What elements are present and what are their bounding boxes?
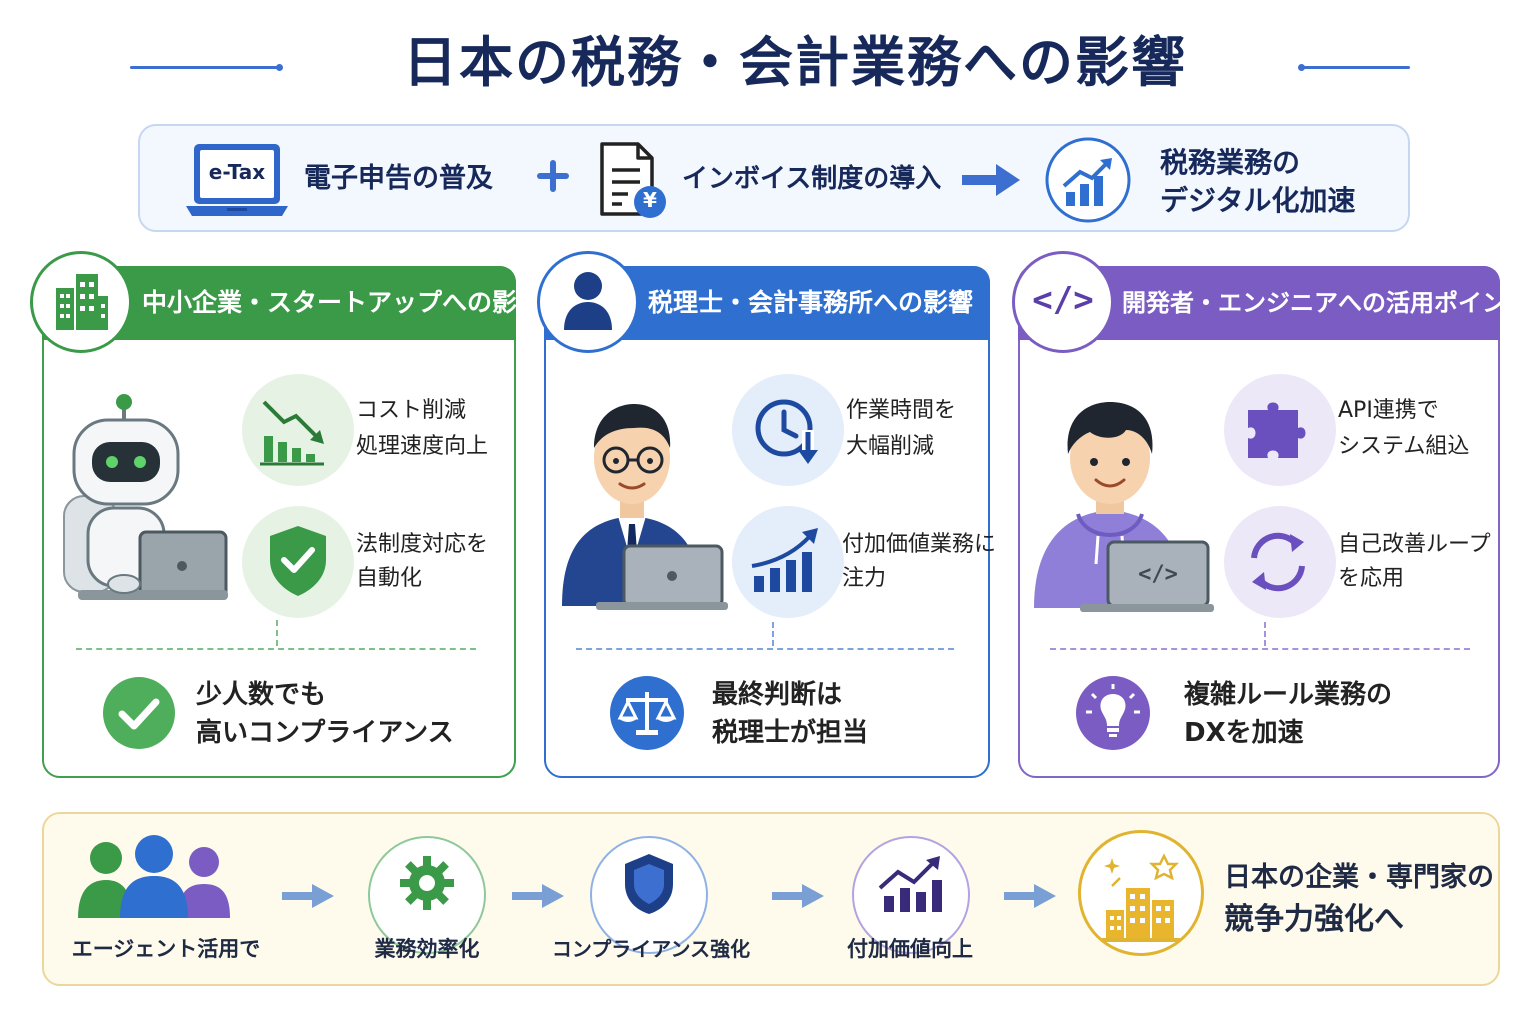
flow-step1-label: エージェント活用で	[71, 937, 261, 961]
yen-symbol: ¥	[643, 188, 657, 212]
dev-feature2-line1: 自己改善ループ	[1338, 532, 1491, 557]
refresh-cycle-icon	[1251, 532, 1305, 592]
dev-feature1-line1: API連携で	[1338, 398, 1439, 423]
smb-feature1-line2: 処理速度向上	[356, 434, 489, 459]
banner-item-invoice: インボイス制度の導入	[682, 164, 942, 194]
tax-feature2-line2: 注力	[842, 566, 887, 591]
lightbulb-icon	[1076, 676, 1150, 750]
tax-connector-v	[772, 622, 774, 646]
city-stars-icon	[1102, 853, 1180, 942]
tax-conclusion-line2: 税理士が担当	[712, 718, 869, 748]
title-rule-left-dot	[276, 64, 283, 71]
smb-divider	[76, 648, 476, 650]
arrow-right-icon	[962, 164, 1020, 196]
puzzle-icon	[1248, 402, 1306, 458]
trend-chart-icon	[878, 856, 942, 912]
banner-result-line2: デジタル化加速	[1160, 184, 1356, 217]
flow-arrow-icon	[512, 884, 564, 908]
smb-conclusion-line1: 少人数でも	[196, 680, 327, 710]
smb-feature1-circle	[242, 374, 354, 486]
top-banner	[138, 124, 1410, 232]
banner-item-efiling: 電子申告の普及	[304, 163, 493, 194]
shield-check-icon	[270, 526, 326, 596]
flow-step4-circle	[852, 836, 970, 954]
tax-feature1-line2: 大幅削減	[846, 434, 935, 459]
buildings-icon	[56, 274, 108, 330]
rising-bars-icon	[751, 528, 818, 592]
dev-feature1-line2: システム組込	[1338, 434, 1470, 459]
flow-arrow-icon	[282, 884, 334, 908]
dev-connector-v	[1264, 622, 1266, 646]
banner-result-line1: 税務業務の	[1160, 146, 1301, 179]
laptop-icon	[186, 144, 288, 216]
person-icon	[564, 272, 612, 330]
smb-feature1-line1: コスト削減	[356, 398, 467, 423]
dev-feature2-line2: を応用	[1338, 566, 1405, 591]
etax-label: e-Tax	[208, 160, 266, 184]
growth-chart-icon	[1045, 137, 1131, 223]
card-developer-badge	[1012, 251, 1114, 353]
clock-down-icon	[755, 399, 818, 464]
flow-step2-label: 業務効率化	[374, 937, 480, 961]
dev-divider	[1050, 648, 1470, 650]
invoice-icon	[600, 142, 666, 218]
title-rule-right	[1302, 66, 1410, 69]
scales-icon	[610, 676, 684, 750]
plus-icon	[535, 158, 571, 194]
dev-conclusion-line2: DXを加速	[1184, 718, 1304, 748]
tax-divider	[576, 648, 954, 650]
page-title: 日本の税務・会計業務への影響	[403, 31, 1187, 94]
team-icon	[78, 835, 230, 918]
flow-final-line2: 競争力強化へ	[1224, 902, 1404, 937]
dev-feature2-circle	[1224, 506, 1336, 618]
flow-step4-label: 付加価値向上	[847, 937, 973, 961]
robot-icon	[63, 394, 228, 600]
smb-feature2-line1: 法制度対応を	[356, 532, 489, 557]
shield-icon	[625, 854, 673, 914]
tax-conclusion-line1: 最終判断は	[712, 680, 843, 710]
tax-feature1-line1: 作業時間を	[846, 398, 957, 423]
gear-icon	[400, 856, 454, 910]
tax-feature2-line1: 付加価値業務に	[842, 532, 997, 557]
declining-chart-icon	[260, 400, 324, 466]
smb-connector-v	[276, 620, 278, 646]
code-icon: </>	[1032, 280, 1094, 320]
smb-feature2-line2: 自動化	[356, 566, 423, 591]
dev-conclusion-line1: 複雑ルール業務の	[1184, 680, 1393, 710]
title-rule-left	[130, 66, 280, 69]
flow-arrow-icon	[772, 884, 824, 908]
card-tax-accountant-badge	[537, 251, 639, 353]
smb-conclusion-line2: 高いコンプライアンス	[196, 718, 454, 748]
title-rule-right-dot	[1298, 64, 1305, 71]
flow-step3-label: コンプライアンス強化	[551, 937, 751, 961]
flow-final-line1: 日本の企業・専門家の	[1224, 862, 1494, 893]
flow-arrow-icon	[1004, 884, 1056, 908]
businessman-icon	[562, 404, 728, 610]
check-icon	[103, 677, 175, 749]
developer-icon	[1034, 402, 1214, 612]
laptop-code-glyph: </>	[1138, 562, 1178, 587]
